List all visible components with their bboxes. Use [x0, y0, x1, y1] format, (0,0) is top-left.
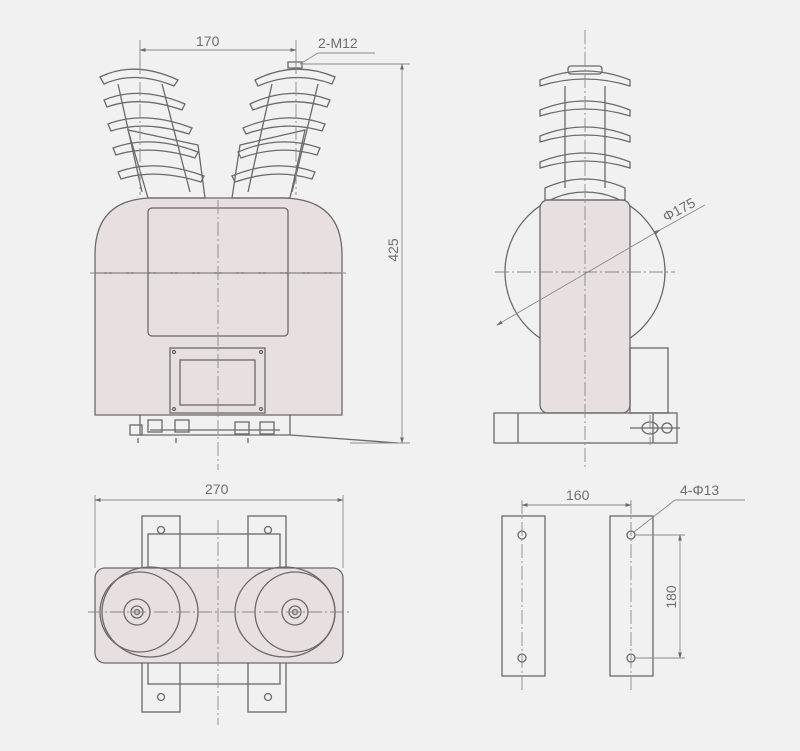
dim-mount-spacing-x: 160 — [566, 487, 590, 503]
dim-mount-spacing-y: 180 — [663, 585, 679, 609]
left-bushing — [99, 68, 206, 199]
ground-bolt — [630, 421, 680, 435]
dim-terminal-spacing: 170 — [196, 33, 220, 49]
dim-core-diameter: Φ175 — [660, 194, 698, 224]
side-bushing — [539, 65, 631, 201]
label-terminal-thread: 2-M12 — [318, 35, 358, 51]
right-bushing — [231, 61, 336, 199]
dim-base-length: 270 — [205, 481, 229, 497]
side-view: Φ175 — [493, 30, 706, 470]
dim-total-height: 425 — [385, 238, 401, 262]
terminal-bolts — [129, 419, 275, 443]
label-mount-holes: 4-Φ13 — [680, 482, 719, 498]
front-view: 170 2-M12 425 — [90, 33, 410, 470]
mount-plates-view: 160 4-Φ13 180 — [501, 482, 745, 690]
top-view: 270 — [88, 481, 350, 725]
